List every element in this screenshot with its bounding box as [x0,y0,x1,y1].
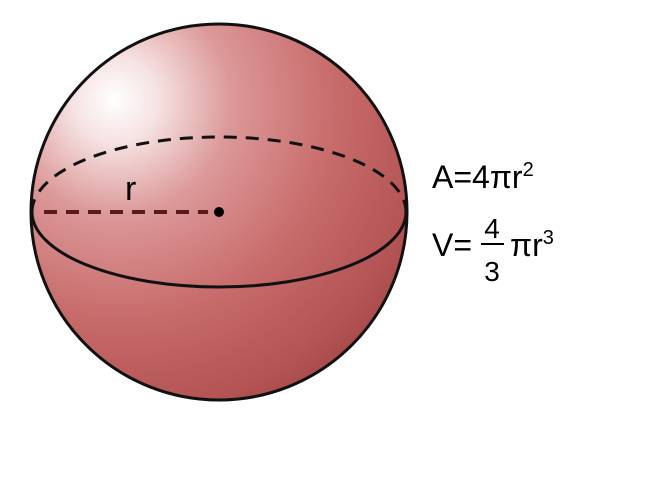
center-point [214,207,224,217]
volume-formula-lhs: V= [432,227,472,263]
area-formula: A=4πr2 [432,159,534,195]
area-formula-lhs: A=4 [432,159,490,195]
volume-formula-var: r [532,227,543,263]
radius-label: r [125,170,136,208]
area-formula-var: r [512,159,523,195]
volume-formula-numerator: 4 [484,213,500,244]
pi-symbol: π [490,159,512,195]
pi-symbol: π [510,227,532,263]
volume-formula-denominator: 3 [484,256,500,287]
equator-front [30,211,408,289]
area-formula-exponent: 2 [523,159,534,181]
volume-formula-exponent: 3 [543,227,554,249]
volume-formula-rest: πr3 [510,227,554,263]
